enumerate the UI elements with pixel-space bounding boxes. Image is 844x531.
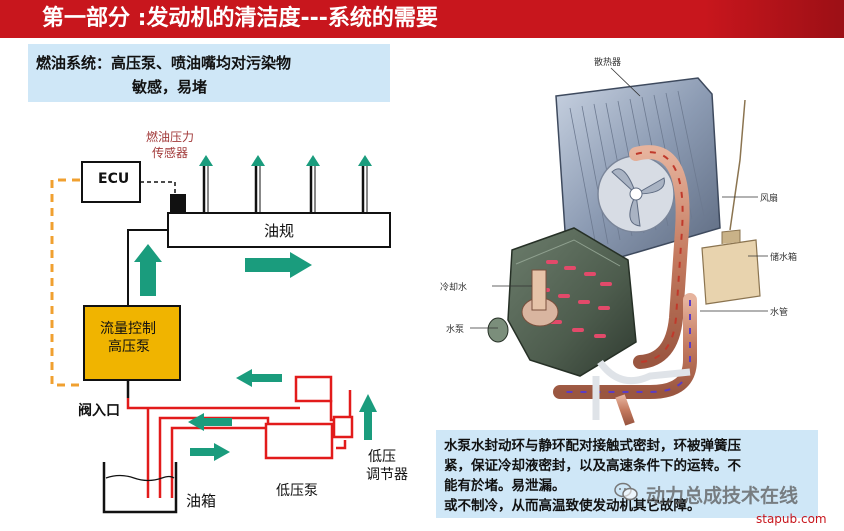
ecu-box [81, 161, 141, 203]
fuel-filter [294, 375, 333, 403]
flow-up-arrow-right [359, 394, 377, 440]
low-pressure-regulator [332, 415, 354, 439]
heater-hose [597, 359, 691, 385]
cooling-note-line4: 或不制冷，从而高温致使发动机其它故障。 [444, 498, 701, 514]
flow-right-arrow [245, 252, 312, 278]
flow-left-arrow-top [236, 369, 282, 387]
leader-lines [470, 67, 768, 329]
inlet-valve-label: 阀入口 [78, 403, 120, 419]
cooling-note-line2: 紧，保证冷却液密封，以及高速条件下的运转。不 [444, 458, 741, 474]
reservoir-label: 储水箱 [770, 253, 798, 263]
flow-up-arrow [134, 244, 162, 296]
fuel-tank [102, 462, 178, 514]
cooling-system-illustration [470, 67, 768, 426]
watermark-text: 动力总成技术在线 [646, 485, 799, 507]
high-pressure-line [127, 229, 168, 306]
injectors [199, 155, 372, 215]
lp-regulator-label-line2: 调节器 [366, 467, 408, 483]
engine-block [507, 227, 637, 377]
return-line [50, 178, 84, 387]
lp-pump-label: 低压泵 [276, 483, 318, 499]
upper-hose [629, 145, 690, 369]
ecu-label: ECU [98, 171, 130, 187]
fan-label: 风扇 [760, 194, 779, 204]
fuel-note-line1: 燃油系统：高压泵、喷油嘴均对污染物 [36, 54, 292, 72]
pressure-sensor-label-line2: 传感器 [152, 146, 189, 160]
water-pump-label: 水泵 [446, 325, 465, 335]
pulley [487, 317, 509, 343]
title-bar: 第一部分 :发动机的清洁度---系统的需要 [0, 0, 844, 38]
low-pressure-pump [264, 422, 334, 460]
cooling-note-line1: 水泵水封动环与静环配对接触式密封，环被弹簧压 [444, 438, 741, 454]
coolant-reservoir [701, 239, 761, 305]
hp-pump-label-line1: 流量控制 [100, 321, 156, 337]
fuel-system-diagram [50, 155, 391, 514]
watermark-site: stapub.com [756, 512, 827, 526]
radiator-label: 散热器 [594, 58, 622, 68]
fuel-level [105, 474, 175, 482]
wechat-icon [614, 482, 638, 501]
pipe-label: 水管 [770, 308, 789, 318]
fuel-system-note: 燃油系统：高压泵、喷油嘴均对污染物 敏感，易堵 [28, 44, 390, 102]
fuel-tank-label: 油箱 [186, 492, 217, 510]
pressure-sensor-label-line1: 燃油压力 [146, 130, 195, 144]
sensor-signal-line [140, 181, 176, 194]
cooling-system-note: 水泵水封动环与静环配对接触式密封，环被弹簧压 紧，保证冷却液密封，以及高速条件下… [436, 430, 818, 518]
cooling-note-line3: 能有於堵。易泄漏。 [444, 478, 566, 494]
flow-right-arrow-bottom [190, 443, 230, 461]
high-pressure-pump [83, 305, 181, 381]
slide-title: 第一部分 :发动机的清洁度---系统的需要 [42, 6, 438, 31]
hp-pump-label-line2: 高压泵 [108, 339, 150, 355]
fuel-rail-label: 油规 [264, 222, 295, 240]
coolant-label: 冷却水 [440, 283, 468, 293]
pressure-sensor [170, 194, 186, 212]
flow-left-arrow-middle [188, 413, 232, 431]
fuel-note-line2: 敏感，易堵 [132, 78, 208, 96]
title-bar-shade [704, 0, 844, 38]
lp-regulator-label-line1: 低压 [368, 449, 396, 465]
